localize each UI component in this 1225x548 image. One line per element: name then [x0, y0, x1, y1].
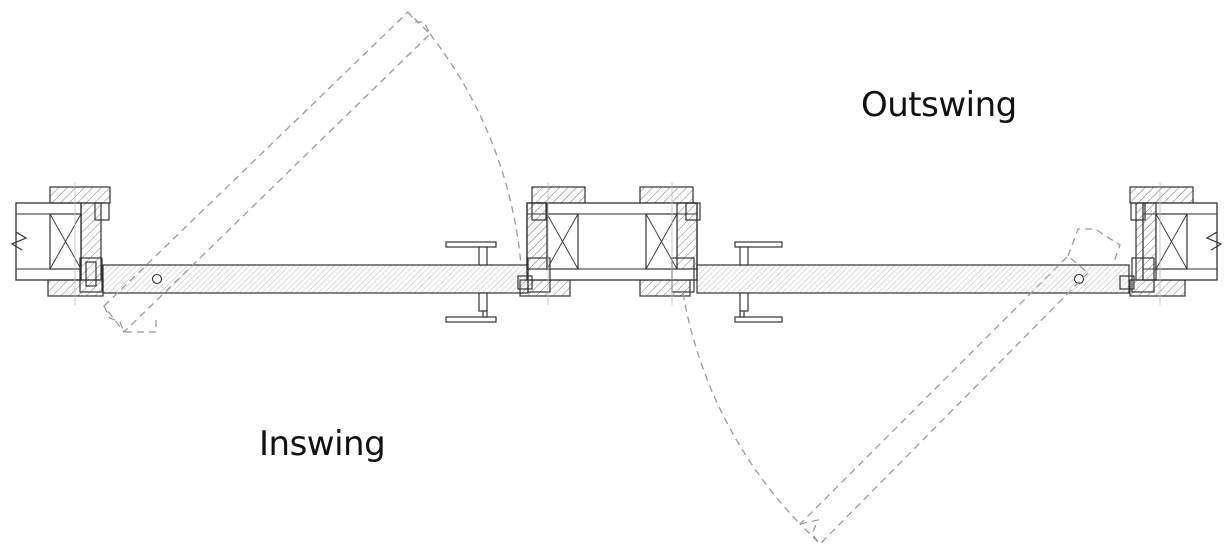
inswing-swing-path — [103, 11, 522, 333]
wall-break-icon — [1205, 231, 1223, 251]
outswing-door-leaf — [696, 264, 1135, 294]
wall-break-icon — [10, 231, 28, 251]
inswing-label: Inswing — [259, 424, 386, 464]
left-jamb — [47, 186, 111, 297]
center-lines — [74, 182, 1161, 305]
inswing-door-leaf — [102, 264, 533, 294]
left-wall-section — [10, 202, 82, 281]
inswing-lever-handle — [445, 241, 497, 323]
outswing-lever-handle — [734, 241, 783, 323]
middle-pier-section — [519, 186, 701, 297]
hinge-pin-icon — [151, 273, 163, 285]
outswing-swing-path — [682, 228, 1121, 545]
right-wall-section — [1129, 186, 1223, 297]
outswing-label: Outswing — [861, 85, 1017, 125]
hinge-pin-icon — [1073, 273, 1085, 285]
